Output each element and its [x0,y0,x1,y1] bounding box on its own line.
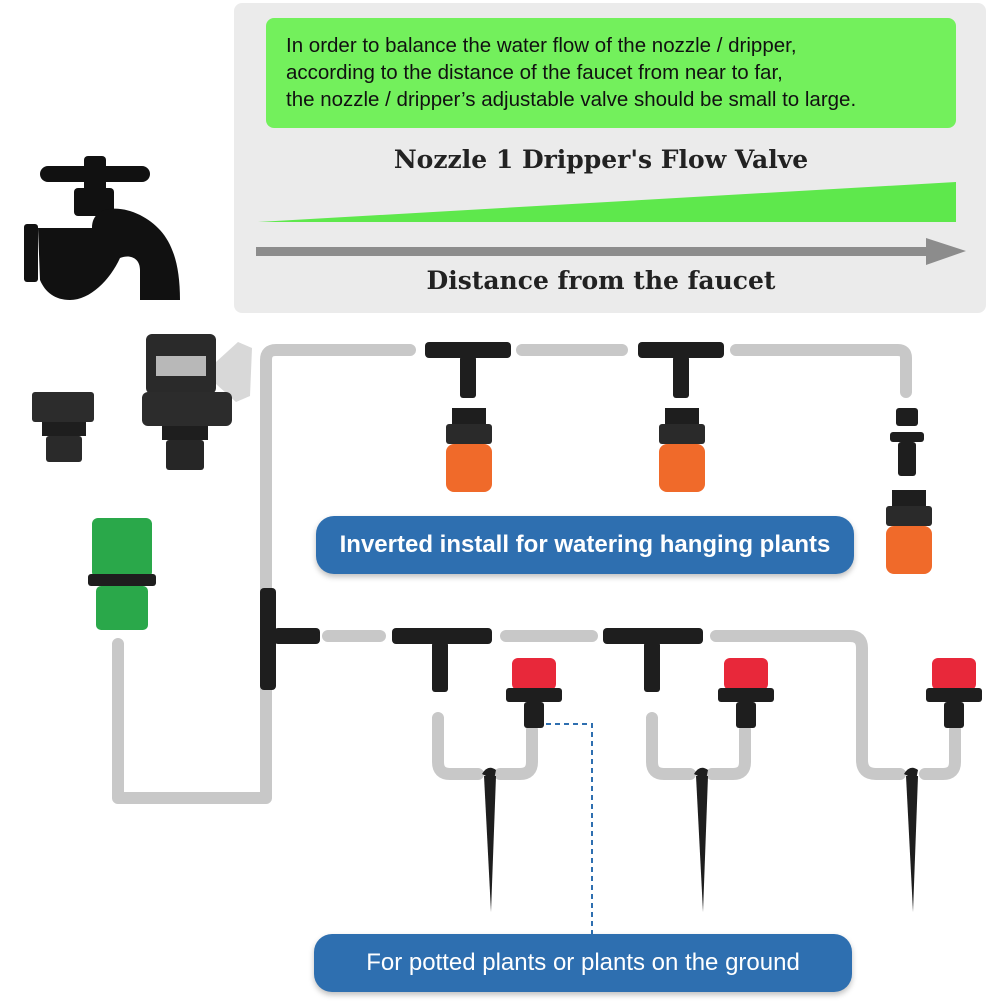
tee-connector-icon [425,342,511,398]
tee-connector-icon [260,588,320,690]
adjustable-nozzle-icon [446,408,492,492]
faucet-icon [24,156,180,300]
flow-valve-title: Nozzle 1 Dripper's Flow Valve [393,145,809,174]
note-line-3: the nozzle / dripper’s adjustable valve … [286,88,857,111]
adjustable-nozzle-icon [886,490,932,574]
quick-connector-icon [88,518,156,630]
balance-note: In order to balance the water flow of th… [266,18,956,128]
dripper-icon [926,658,982,728]
hanging-plants-callout: Inverted install for watering hanging pl… [316,516,854,574]
guide-dashed-line [546,723,593,934]
flow-wedge [258,182,956,222]
distance-arrow [256,238,966,265]
faucet-clamp-adapter-icon [142,334,252,470]
ground-stake-icon [694,767,708,912]
tee-connector-icon [638,342,724,398]
dripper-icon [718,658,774,728]
ground-plants-callout: For potted plants or plants on the groun… [314,934,852,992]
tubing [112,344,961,804]
note-line-2: according to the distance of the faucet … [286,61,783,84]
end-plug-icon [890,408,924,476]
tee-connector-icon [392,628,492,692]
ground-stake-icon [482,767,496,912]
tee-connector-icon [603,628,703,692]
adjustable-nozzle-icon [659,408,705,492]
tap-adapter-icon [32,392,94,462]
dripper-icon [506,658,562,728]
ground-stake-icon [904,767,918,912]
distance-axis-label: Distance from the faucet [426,266,776,295]
note-line-1: In order to balance the water flow of th… [286,34,797,57]
